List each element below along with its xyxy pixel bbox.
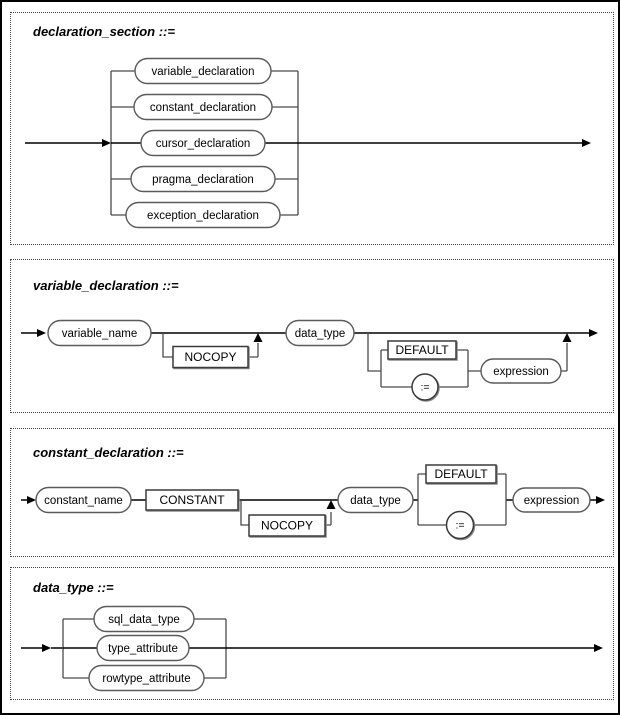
- node-variable-declaration: variable_declaration: [134, 57, 272, 85]
- arrowhead-right-icon: [596, 496, 605, 504]
- node-label: data_type: [295, 328, 346, 340]
- node-constant-declaration: constant_declaration: [133, 93, 273, 121]
- node-exception-declaration: exception_declaration: [125, 201, 281, 229]
- keyword-label: NOCOPY: [261, 519, 313, 533]
- node-type-attribute: type_attribute: [96, 634, 190, 662]
- node-variable-name: variable_name: [47, 319, 152, 347]
- nocopy-branch-rail: [162, 333, 259, 358]
- node-nocopy: NOCOPY: [172, 345, 249, 369]
- node-label: variable_name: [62, 328, 137, 340]
- node-label: exception_declaration: [147, 210, 259, 222]
- node-label: sql_data_type: [108, 614, 180, 626]
- node-default: DEFAULT: [425, 464, 497, 484]
- node-assign-operator: :=: [445, 510, 475, 540]
- railroad-constant-declaration: constant_name CONSTANT NOCOPY data_type …: [21, 464, 605, 540]
- diagram-title: constant_declaration ::=: [33, 445, 184, 460]
- arrowhead-right-icon: [589, 329, 598, 337]
- node-label: constant_name: [44, 495, 123, 507]
- arrowhead-right-icon: [582, 139, 591, 147]
- arrowhead-up-icon: [253, 333, 263, 342]
- arrowhead-right-icon: [42, 644, 51, 652]
- arrowhead-right-icon: [102, 139, 111, 147]
- nocopy-branch-rail: [240, 500, 332, 526]
- diagram-title: variable_declaration ::=: [33, 278, 179, 293]
- operator-label: :=: [420, 382, 429, 394]
- node-rowtype-attribute: rowtype_attribute: [88, 664, 205, 692]
- node-nocopy: NOCOPY: [248, 514, 326, 537]
- keyword-label: NOCOPY: [184, 350, 236, 364]
- node-default: DEFAULT: [387, 340, 457, 360]
- diagram-title: data_type ::=: [33, 580, 114, 595]
- node-expression: expression: [512, 487, 591, 513]
- node-pragma-declaration: pragma_declaration: [130, 165, 276, 193]
- node-sql-data-type: sql_data_type: [93, 605, 195, 633]
- keyword-label: DEFAULT: [395, 343, 449, 357]
- keyword-label: CONSTANT: [159, 493, 225, 507]
- node-label: data_type: [350, 495, 401, 507]
- node-cursor-declaration: cursor_declaration: [140, 129, 266, 157]
- railroad-variable-declaration: variable_name NOCOPY data_type DEFAULT :…: [21, 319, 598, 401]
- operator-label: :=: [455, 520, 464, 532]
- panel-data-type: data_type ::= sql_data_type type_attribu…: [10, 567, 614, 700]
- node-assign-operator: :=: [411, 373, 439, 401]
- node-data-type: data_type: [337, 486, 414, 514]
- node-expression: expression: [480, 358, 562, 384]
- arrowhead-right-icon: [27, 496, 36, 504]
- node-constant-name: constant_name: [35, 486, 132, 514]
- panel-variable-declaration: variable_declaration ::= variable_name N…: [10, 259, 614, 413]
- railroad-data-type: sql_data_type type_attribute rowtype_att…: [21, 605, 603, 692]
- node-label: constant_declaration: [150, 102, 256, 114]
- node-label: rowtype_attribute: [102, 673, 190, 685]
- diagram-title: declaration_section ::=: [33, 24, 175, 39]
- default-assign-choice-rail: [417, 473, 507, 526]
- arrowhead-up-icon: [562, 333, 572, 342]
- node-label: cursor_declaration: [156, 138, 251, 150]
- keyword-label: DEFAULT: [434, 467, 488, 481]
- node-label: pragma_declaration: [152, 174, 254, 186]
- panel-constant-declaration: constant_declaration ::= constant_name: [10, 428, 614, 557]
- node-label: variable_declaration: [152, 66, 255, 78]
- node-constant: CONSTANT: [145, 489, 239, 511]
- node-label: type_attribute: [108, 643, 178, 655]
- panel-declaration-section: declaration_section ::= variable_declara…: [10, 12, 614, 245]
- railroad-declaration-section: variable_declaration constant_declaratio…: [25, 57, 591, 229]
- arrowhead-right-icon: [594, 644, 603, 652]
- node-label: expression: [493, 366, 549, 378]
- arrowhead-right-icon: [37, 329, 46, 337]
- node-label: expression: [524, 495, 580, 507]
- node-data-type: data_type: [285, 319, 355, 347]
- arrowhead-up-icon: [326, 500, 336, 509]
- assign-clause-rail: [367, 333, 568, 388]
